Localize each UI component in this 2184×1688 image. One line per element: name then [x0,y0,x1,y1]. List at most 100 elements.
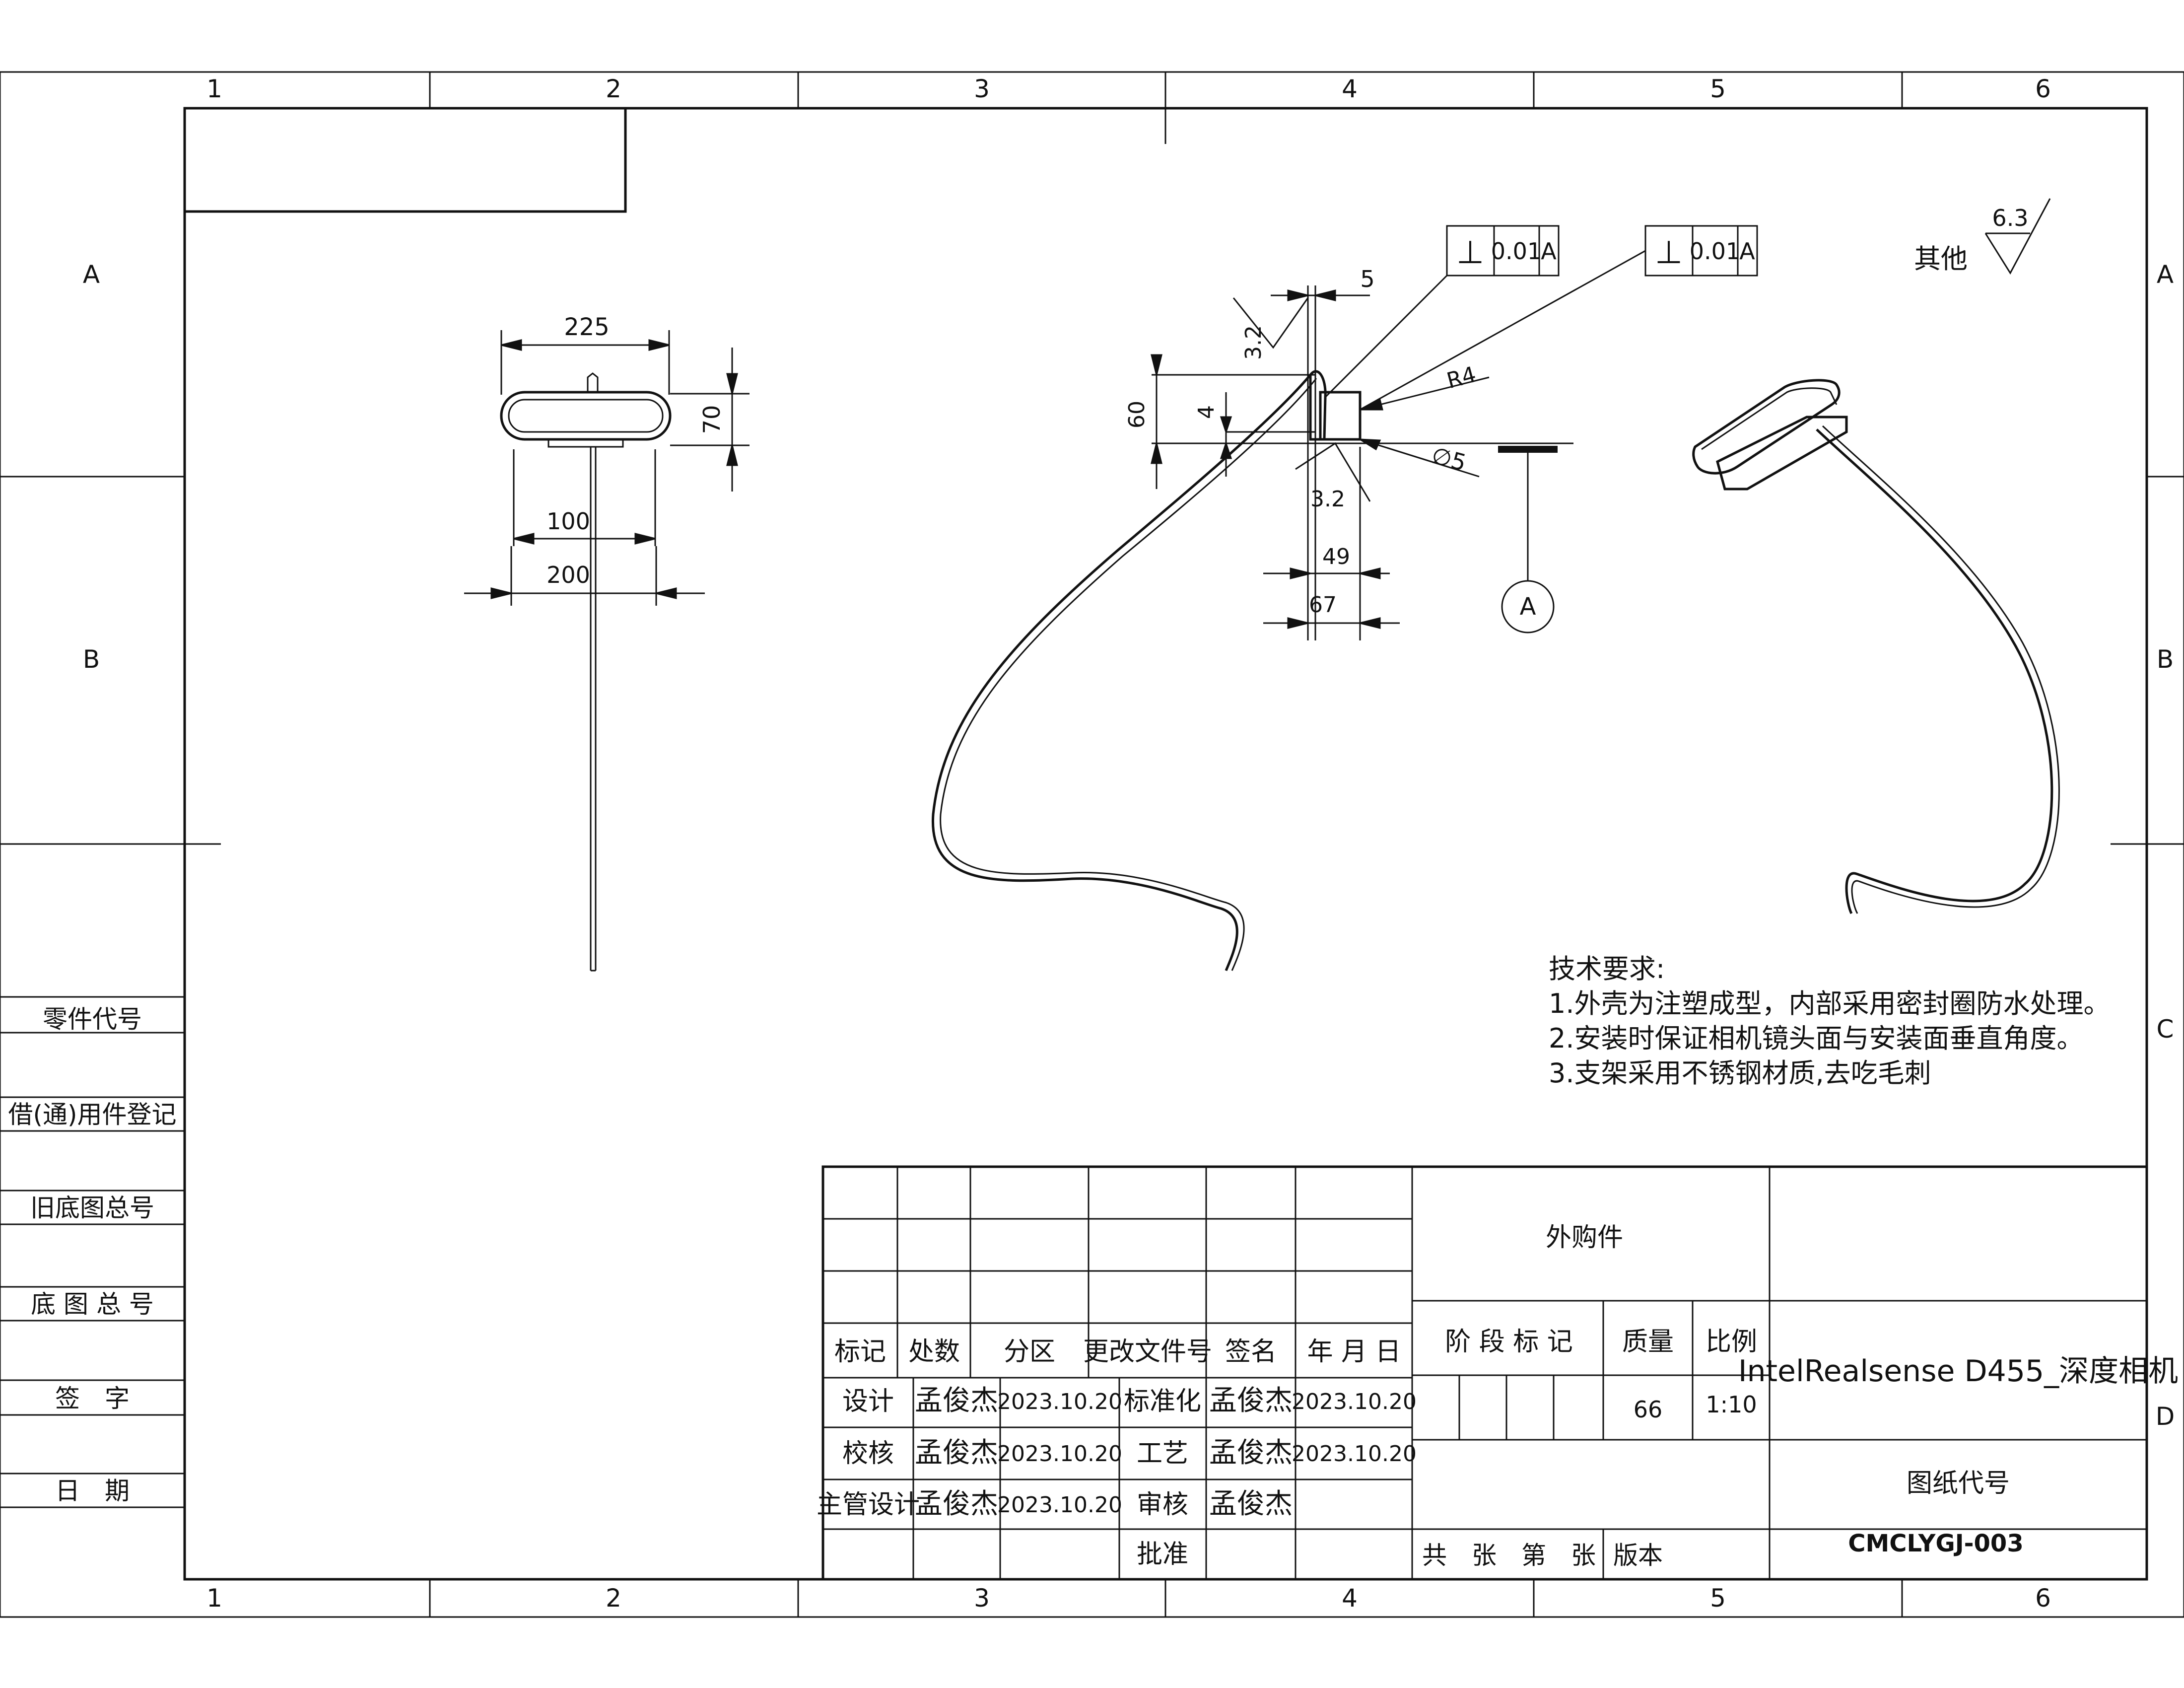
tb-row3-role: 主管设计 [817,1490,920,1520]
tb-row1-date: 2023.10.20 [997,1389,1122,1414]
outer-border [0,71,2184,1618]
left-strip-label-borrowed: 借(通)用件登记 [8,1100,176,1129]
zone-row-a-right: A [2157,260,2174,289]
tb-header-change-doc: 更改文件号 [1083,1337,1212,1367]
roughness-bottom [1295,442,1371,502]
tb-row2-role2: 工艺 [1137,1439,1188,1469]
zone-row-d-right: D [2156,1402,2175,1431]
zone-col-5-top: 5 [1710,74,1726,103]
front-view: 225 70 100 200 [464,313,750,972]
dim-60-label: 60 [1124,401,1150,428]
zone-row-b-right: B [2157,645,2174,674]
dim-5 [1271,285,1370,640]
dim-225-label: 225 [564,313,610,341]
tb-row1-date2: 2023.10.20 [1292,1389,1417,1414]
iso-cable-inner [1822,425,2060,914]
tolerance-2-datum: A [1739,238,1755,265]
dim-60 [1151,354,1315,489]
roughness-note-value: 6.3 [1992,205,2028,231]
roughness-top-label: 3.2 [1241,325,1266,360]
dim-49-label: 49 [1322,544,1350,569]
roughness-bottom-label: 3.2 [1310,487,1345,512]
dim-70 [670,348,750,492]
dim-4-label: 4 [1194,405,1219,419]
left-strip-label-part-code: 零件代号 [43,1005,142,1034]
tb-header-date: 年 月 日 [1307,1337,1401,1367]
dim-200 [464,546,705,606]
support-cable-outer [932,374,1311,971]
zone-col-1-top: 1 [206,74,222,103]
roughness-top [1232,297,1309,349]
dim-200-label: 200 [546,562,590,588]
iso-mount [1716,416,1848,491]
tb-header-mark: 标记 [834,1337,886,1367]
tb-header-signature: 签名 [1225,1337,1277,1367]
tb-scale-label: 比例 [1706,1327,1757,1357]
tb-row2-role: 校核 [842,1439,894,1469]
r4-label: R4 [1444,362,1479,394]
dim-67 [1263,586,1400,640]
iso-camera-face [1701,387,1838,450]
tolerance-1-value: 0.01 [1491,238,1542,265]
tb-stage-label: 阶 段 标 记 [1445,1327,1573,1357]
tb-scale-value: 1:10 [1706,1391,1757,1418]
dim-49 [1263,447,1390,586]
tolerance-frame-1 [1324,225,1560,398]
zone-col-2-bottom: 2 [606,1584,621,1613]
tb-row2-date: 2023.10.20 [997,1441,1122,1467]
leader-dia5 [1357,438,1480,478]
tech-req-item-1: 1.外壳为注塑成型，内部采用密封圈防水处理。 [1549,988,2111,1019]
tb-mass-label: 质量 [1622,1327,1674,1357]
zone-col-3-bottom: 3 [974,1584,990,1613]
zone-col-6-top: 6 [2035,74,2051,103]
iso-cable-outer [1816,428,2053,914]
camera-connector [587,372,599,392]
zone-row-a-left: A [83,260,100,289]
dim-225 [500,330,670,395]
dim-4 [1220,392,1315,477]
iso-camera-body [1692,379,1841,475]
side-camera-body [1319,391,1362,441]
tb-header-count: 处数 [908,1337,960,1367]
tb-part-name: IntelRealsense D455_深度相机 [1738,1354,2178,1389]
dim-100-label: 100 [546,508,590,535]
camera-body-inner [508,399,664,433]
tb-row1-role: 设计 [842,1387,894,1416]
tb-mass-value: 66 [1634,1396,1663,1423]
tb-header-zone: 分区 [1004,1337,1055,1367]
tb-row1-role2: 标准化 [1124,1387,1201,1416]
tb-row3-name: 孟俊杰 [915,1488,998,1520]
left-strip-label-old-base: 旧底图总号 [30,1194,154,1222]
zone-col-3-top: 3 [974,74,990,103]
side-bracket [1309,370,1327,441]
title-block-grid [821,1165,2148,1581]
dim-70-label: 70 [698,405,725,434]
dim-67-label: 67 [1309,592,1337,618]
zone-row-b-left: B [83,645,100,674]
tb-row3-role2: 审核 [1137,1490,1188,1520]
side-view: 5 3.2 60 4 3.2 R4 [932,225,1758,971]
datum-label: A [1520,593,1536,621]
tb-row4-role2: 批准 [1137,1540,1188,1569]
roughness-note-label: 其他 [1914,243,1968,275]
dim-5-label: 5 [1360,266,1374,292]
dia5-label: ∅5 [1429,441,1469,476]
tb-version-label: 版本 [1613,1541,1663,1570]
left-strip-label-signature: 签 字 [55,1384,130,1413]
support-cable-inner [940,378,1317,971]
tb-purchased: 外购件 [1546,1223,1623,1253]
zone-dividers [0,72,2184,1617]
zone-row-c-right: C [2157,1015,2174,1044]
tolerance-2-symbol: ⊥ [1655,234,1683,271]
tolerance-frame-2 [1360,225,1758,411]
tb-drawing-no: CMCLYGJ-003 [1848,1530,2023,1557]
tech-req-title: 技术要求: [1549,953,1665,985]
tb-drawing-no-label: 图纸代号 [1907,1469,2010,1498]
dim-100 [513,449,656,546]
zone-col-4-top: 4 [1342,74,1358,103]
tb-row3-date: 2023.10.20 [997,1492,1122,1518]
tolerance-1-symbol: ⊥ [1456,234,1484,271]
tolerance-2-value: 0.01 [1690,238,1740,265]
tech-req-item-3: 3.支架采用不锈钢材质,去吃毛刺 [1549,1057,1931,1089]
